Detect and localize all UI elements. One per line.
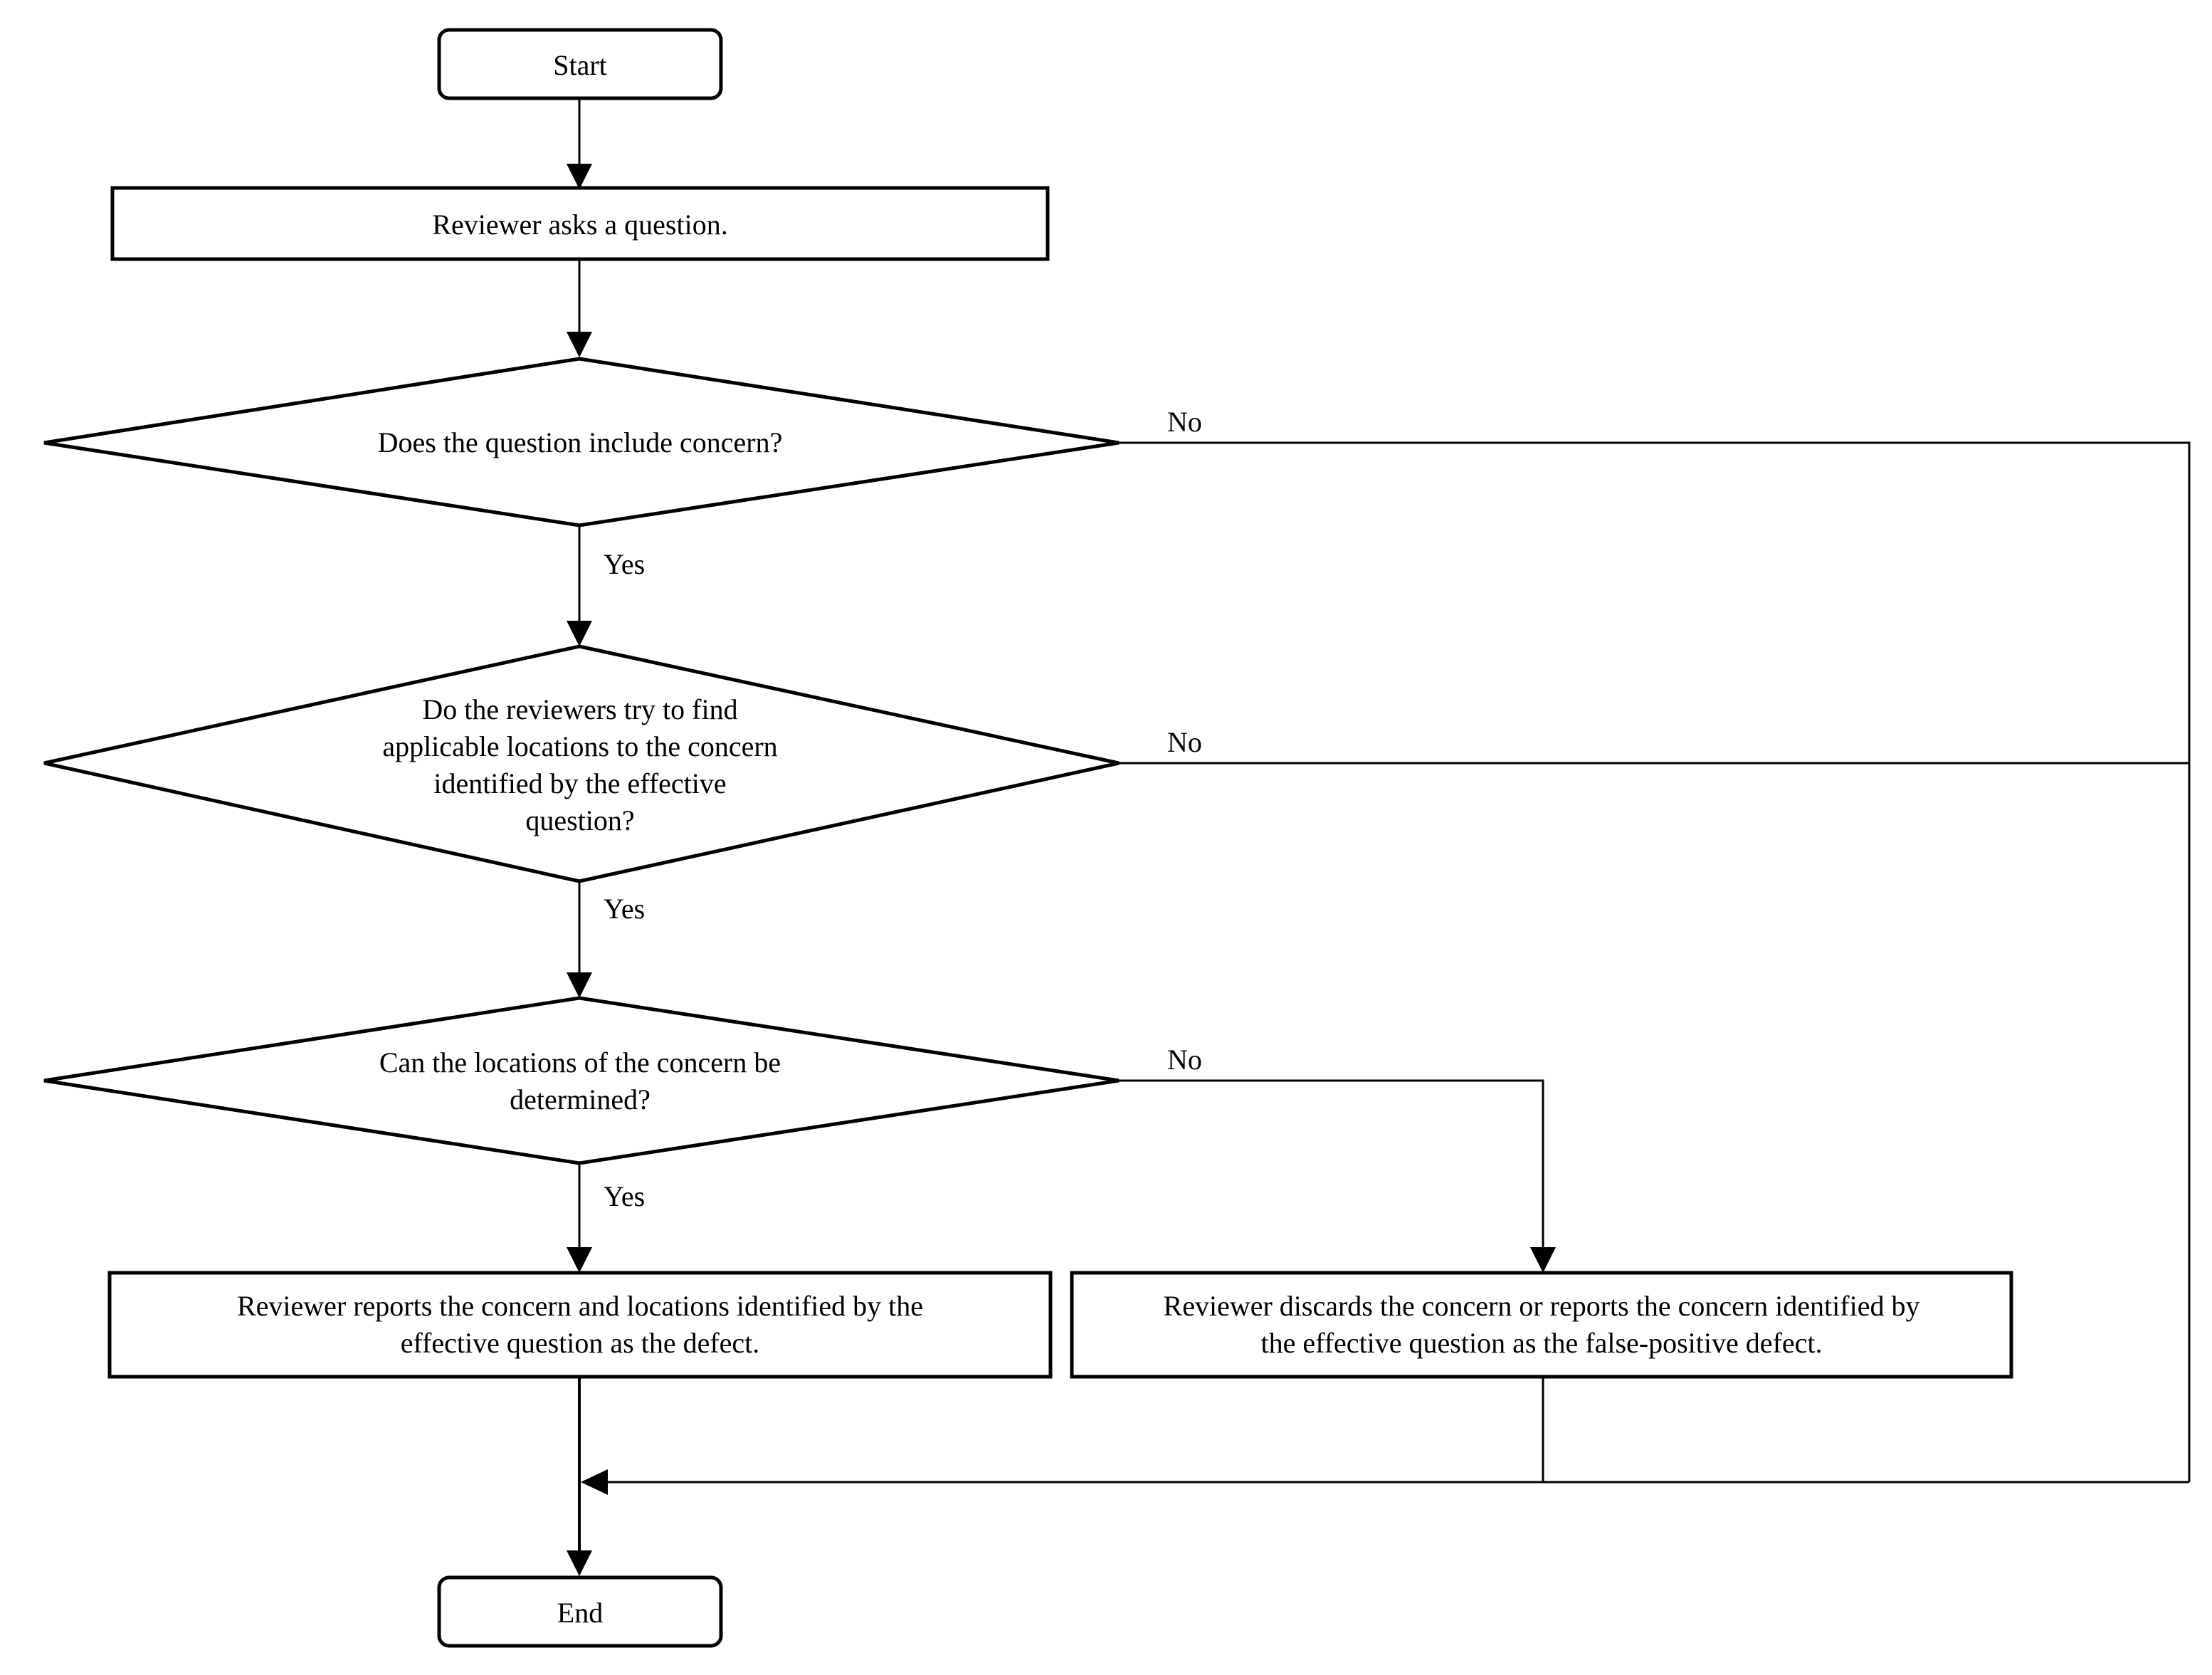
decision2-label-line4: question?: [525, 804, 634, 836]
decision2-label-line1: Do the reviewers try to find: [422, 693, 737, 725]
decision2-diamond: [43, 644, 1120, 883]
report-label-line2: effective question as the defect.: [401, 1327, 760, 1359]
decision2-yes-label: Yes: [604, 893, 645, 925]
report-label-line1: Reviewer reports the concern and locatio…: [237, 1290, 923, 1322]
decision1-label: Does the question include concern?: [378, 426, 783, 458]
arrowhead-decision3: [567, 972, 592, 998]
start-label: Start: [553, 49, 607, 81]
decision2-no-label: No: [1167, 726, 1202, 758]
decision1-diamond: [43, 357, 1120, 527]
arrowhead-merge: [581, 1469, 608, 1495]
decision1-yes-label: Yes: [604, 548, 645, 580]
decision1-no-label: No: [1167, 406, 1202, 438]
discard-label-line2: the effective question as the false-posi…: [1261, 1327, 1823, 1359]
end-label: End: [557, 1597, 603, 1629]
report-process: [107, 1271, 1053, 1379]
decision3-no-label: No: [1167, 1044, 1202, 1076]
end-terminal: [437, 1575, 723, 1648]
arrowhead-discard: [1530, 1247, 1556, 1273]
edge-decision3-no: [1119, 1079, 1544, 1253]
ask-label: Reviewer asks a question.: [432, 209, 727, 241]
edge-decision1-no: [1119, 441, 2191, 1482]
decision3-diamond: [43, 996, 1120, 1165]
decision3-yes-label: Yes: [604, 1180, 645, 1212]
arrowhead-ask: [567, 164, 592, 189]
ask-process: [110, 186, 1050, 261]
arrowhead-decision1: [567, 332, 592, 357]
discard-label-line1: Reviewer discards the concern or reports…: [1164, 1290, 1920, 1322]
decision2-label-line2: applicable locations to the concern: [382, 730, 777, 762]
discard-process: [1070, 1271, 2013, 1379]
start-terminal: [437, 28, 723, 100]
decision3-label-line1: Can the locations of the concern be: [379, 1046, 781, 1078]
decision2-label-line3: identified by the effective: [433, 767, 726, 799]
arrowhead-end: [567, 1550, 592, 1576]
decision3-label-line2: determined?: [510, 1083, 651, 1115]
arrowhead-report: [567, 1247, 592, 1273]
arrowhead-decision2: [567, 621, 592, 646]
